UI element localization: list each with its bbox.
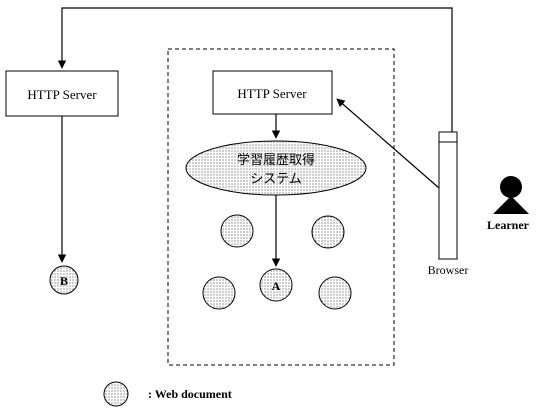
- web-document: [202, 276, 236, 310]
- web-document: [220, 214, 254, 248]
- system-label-line2: システム: [250, 171, 302, 186]
- legend-web-document-swatch: [103, 381, 129, 407]
- web-document-b: B: [49, 265, 79, 295]
- center-http-server-label: HTTP Server: [237, 86, 307, 101]
- learner-label: Learner: [487, 218, 530, 232]
- web-document-a: A: [259, 268, 293, 302]
- legend-text: : Web document: [148, 387, 232, 401]
- doc-b-label: B: [60, 274, 68, 288]
- center-http-server: HTTP Server: [212, 70, 333, 115]
- left-http-server-label: HTTP Server: [27, 87, 97, 102]
- browser: Browser: [428, 131, 469, 277]
- browser-label: Browser: [428, 263, 469, 277]
- learner-icon: [493, 176, 529, 214]
- system-label-line1: 学習履歴取得: [237, 152, 315, 167]
- web-document: [311, 215, 345, 249]
- browser-to-center-server-arrow: [336, 98, 440, 189]
- server-boundary: [167, 48, 395, 366]
- doc-a-label: A: [272, 279, 281, 293]
- left-http-server: HTTP Server: [5, 70, 119, 117]
- legend: : Web document: [103, 381, 232, 407]
- learning-history-system: 学習履歴取得 システム: [185, 140, 367, 196]
- browser-to-left-server-connector: [57, 7, 453, 132]
- web-document: [318, 276, 352, 310]
